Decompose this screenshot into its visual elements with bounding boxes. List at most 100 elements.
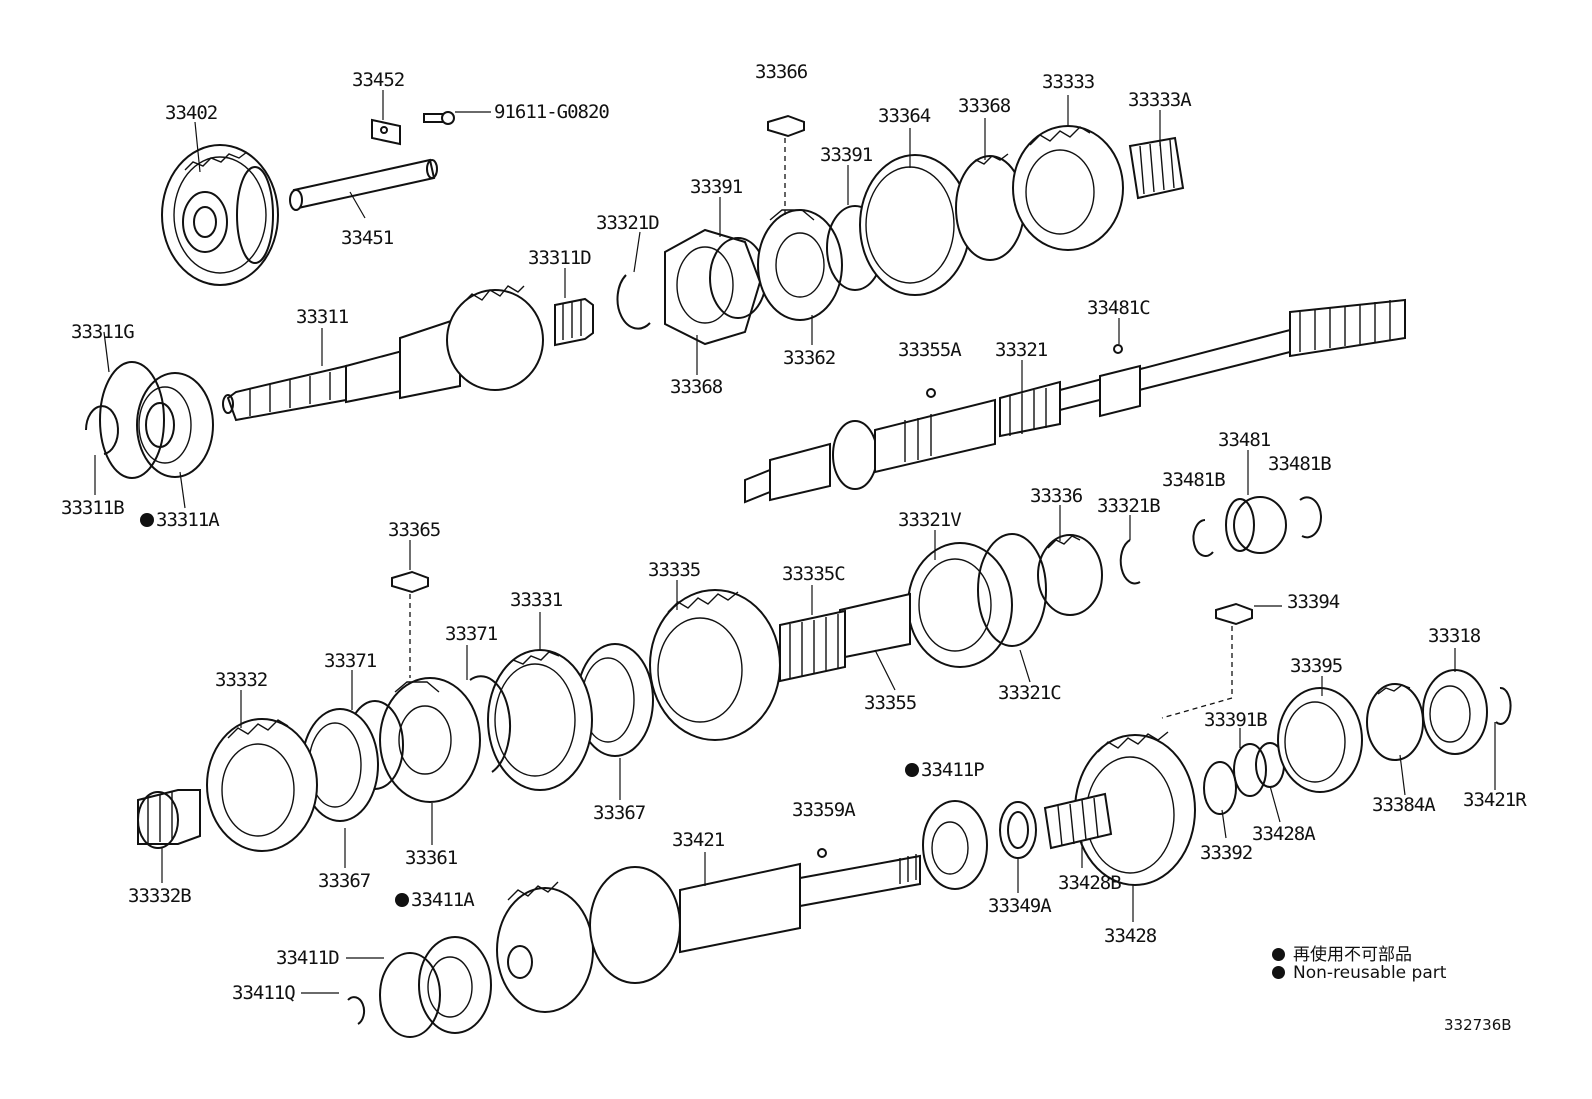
part-33366-key <box>767 114 805 138</box>
part-33321C-ring <box>977 533 1047 647</box>
label-33362: 33362 <box>783 347 836 369</box>
part-33333A-bearing <box>1128 136 1185 200</box>
legend-dot <box>1272 948 1285 961</box>
label-33428a: 33428A <box>1252 823 1316 845</box>
label-33332b: 33332B <box>128 885 192 907</box>
part-33311A-bearing <box>136 372 214 478</box>
part-33361-hub <box>379 677 481 803</box>
label-33359a: 33359A <box>792 799 856 821</box>
part-33365-key <box>391 570 429 594</box>
part-33391B-ring <box>1233 743 1267 797</box>
part-33311-input-shaft <box>222 285 544 422</box>
part-33355-counter-shaft <box>779 592 911 683</box>
part-33384A-gear <box>1366 683 1424 761</box>
part-33421R-ring <box>1495 686 1512 725</box>
part-33395-bearing-race <box>1277 687 1363 793</box>
label-33361: 33361 <box>405 847 458 869</box>
part-33402-gear <box>161 144 279 286</box>
label-33368-upper: 33368 <box>958 95 1011 117</box>
part-33371-ring-b <box>469 675 511 773</box>
part-33349A-washer <box>999 801 1037 859</box>
part-33311B-snap-ring <box>85 405 119 455</box>
part-33411Q-ring <box>347 996 366 1025</box>
label-33481c: 33481C <box>1087 297 1151 319</box>
label-33421r: 33421R <box>1463 789 1527 811</box>
label-33411a: 33411A <box>395 890 475 910</box>
part-33332B-bearing <box>137 789 201 849</box>
label-33481: 33481 <box>1218 429 1271 451</box>
part-33321-main-shaft <box>744 298 1406 504</box>
part-33481C-ball <box>1113 344 1123 354</box>
label-33349a: 33349A <box>988 895 1052 917</box>
part-33368-hub-lower <box>664 228 762 346</box>
label-33391-mid: 33391 <box>820 144 873 166</box>
label-33394: 33394 <box>1287 591 1340 613</box>
label-33321c: 33321C <box>998 682 1062 704</box>
label-33355a: 33355A <box>898 339 962 361</box>
label-33481b-left: 33481B <box>1162 469 1226 491</box>
diagram-ref-code: 332736B <box>1444 1016 1512 1034</box>
part-33321B-ring <box>1119 539 1141 585</box>
label-33481b-right: 33481B <box>1268 453 1332 475</box>
part-33481B-ring-right <box>1299 496 1322 539</box>
part-33333-gear <box>1012 125 1124 251</box>
label-33311: 33311 <box>296 306 349 328</box>
part-33321D-snap-ring <box>616 274 651 330</box>
part-33336-gear <box>1037 534 1103 616</box>
part-33359A-ball <box>817 848 827 858</box>
label-33321d: 33321D <box>596 212 660 234</box>
label-33321: 33321 <box>995 339 1048 361</box>
part-33364-sleeve <box>859 154 971 296</box>
label-33367-right: 33367 <box>593 802 646 824</box>
label-33391b: 33391B <box>1204 709 1268 731</box>
label-33366: 33366 <box>755 61 808 83</box>
legend-line-cn: 再使用不可部品 <box>1272 940 1412 965</box>
part-33481B-ring-left <box>1192 519 1214 557</box>
label-33452: 33452 <box>352 69 405 91</box>
legend-dot <box>1272 966 1285 979</box>
part-33481-collar <box>1225 496 1287 554</box>
label-33335c: 33335C <box>782 563 846 585</box>
label-33318: 33318 <box>1428 625 1481 647</box>
part-33411P-bearing <box>922 800 988 890</box>
leader-lines <box>94 90 1496 994</box>
label-33371-a: 33371 <box>324 650 377 672</box>
part-33362-hub <box>757 209 843 321</box>
label-33321v: 33321V <box>898 509 962 531</box>
part-33311D-roller <box>554 297 594 347</box>
label-33333: 33333 <box>1042 71 1095 93</box>
label-33332: 33332 <box>215 669 268 691</box>
part-33428B-bearing <box>1043 792 1113 850</box>
part-33331-sleeve <box>487 649 593 791</box>
part-33451-shaft <box>289 158 438 211</box>
part-33311G-snap-ring <box>99 361 165 479</box>
part-33368-ring-upper <box>955 153 1025 261</box>
part-33392-ring <box>1203 761 1237 815</box>
label-33321b: 33321B <box>1097 495 1161 517</box>
part-91611-bolt <box>423 111 491 125</box>
part-33318-bearing <box>1422 669 1488 755</box>
legend-line-en: Non-reusable part <box>1272 963 1446 983</box>
label-33311b: 33311B <box>61 497 125 519</box>
part-33394-key <box>1215 602 1282 626</box>
part-33332-gear <box>206 718 318 852</box>
label-33402: 33402 <box>165 102 218 124</box>
label-33331: 33331 <box>510 589 563 611</box>
label-33428: 33428 <box>1104 925 1157 947</box>
non-reusable-dot <box>905 763 919 777</box>
label-33333a: 33333A <box>1128 89 1192 111</box>
label-33365: 33365 <box>388 519 441 541</box>
label-33428b: 33428B <box>1058 872 1122 894</box>
part-33411D-ring <box>379 952 441 1038</box>
label-33384a: 33384A <box>1372 794 1436 816</box>
label-33364: 33364 <box>878 105 931 127</box>
part-33321V-bearing <box>907 542 1013 668</box>
label-33395: 33395 <box>1290 655 1343 677</box>
label-33451: 33451 <box>341 227 394 249</box>
label-33368-lower: 33368 <box>670 376 723 398</box>
part-33335-gear <box>649 589 781 741</box>
label-33336: 33336 <box>1030 485 1083 507</box>
label-33311g: 33311G <box>71 321 135 343</box>
label-33421: 33421 <box>672 829 725 851</box>
